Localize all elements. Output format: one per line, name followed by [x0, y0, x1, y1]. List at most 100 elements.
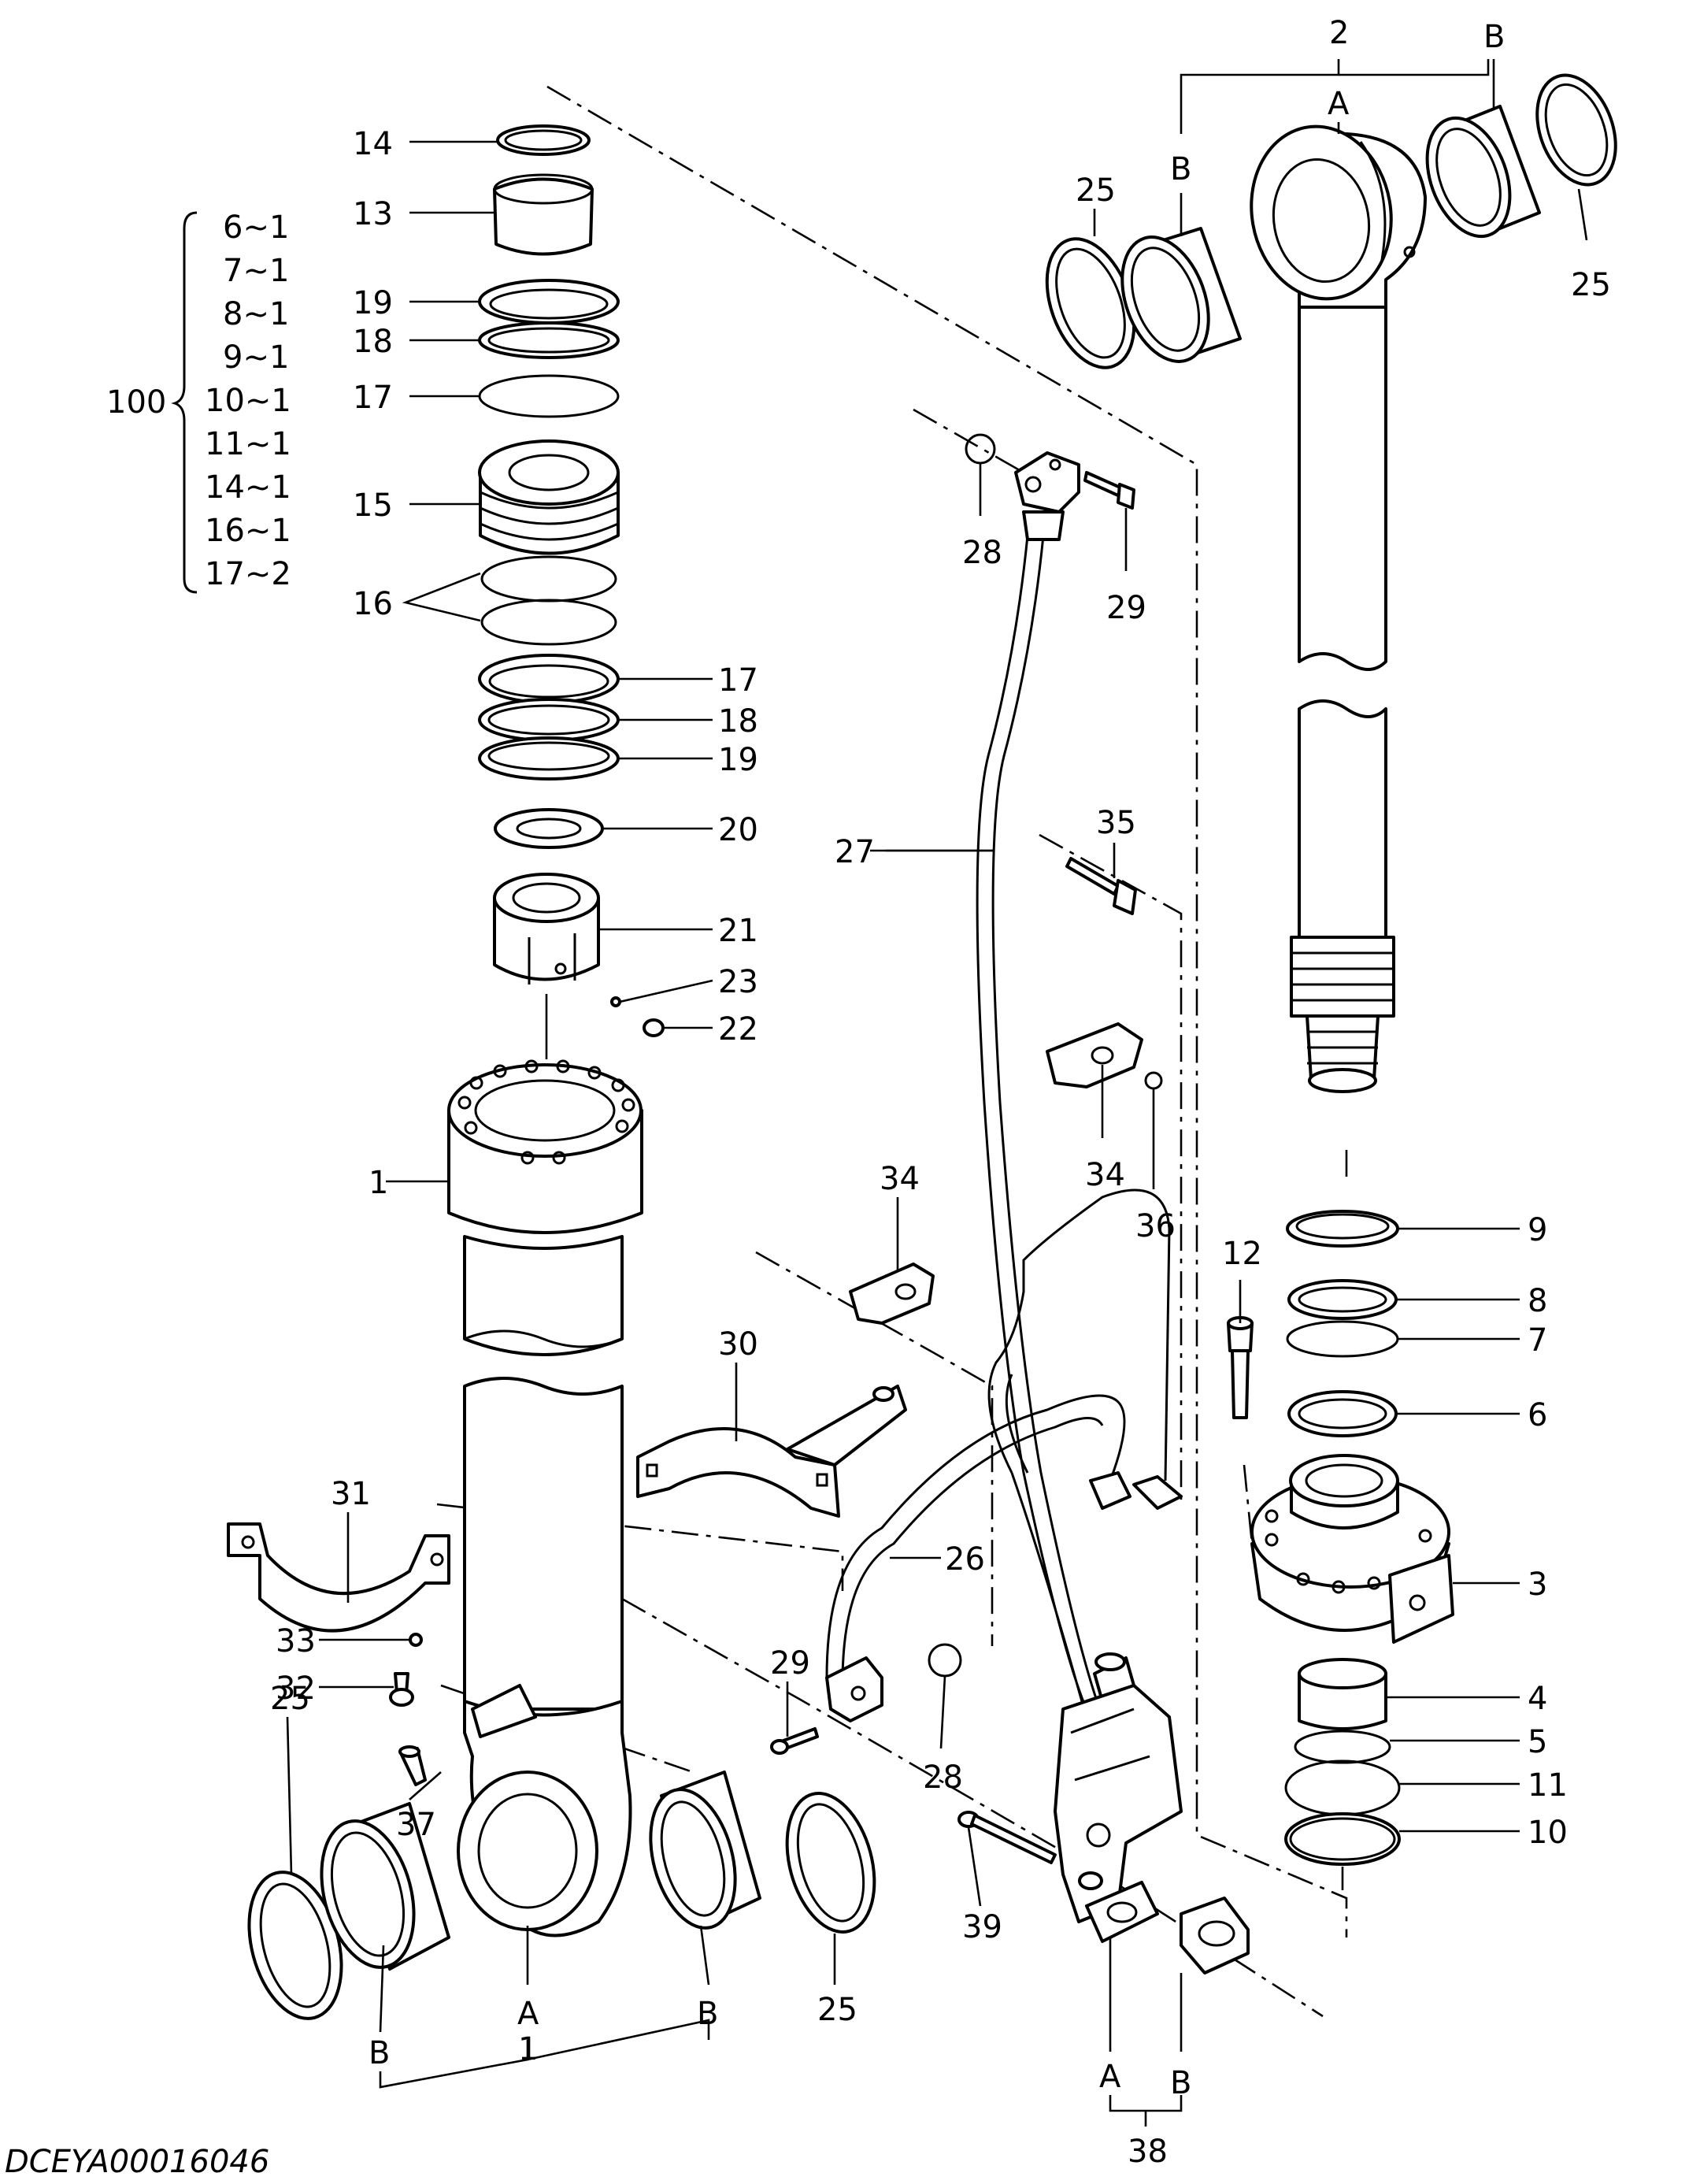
- bushing-B-left: [320, 1802, 450, 1971]
- o-ring-28-top: [965, 433, 996, 465]
- label-14: 14: [353, 126, 393, 162]
- clamp-31: [227, 1522, 450, 1633]
- label-26: 26: [945, 1541, 985, 1578]
- label-9: 9: [1528, 1212, 1547, 1248]
- drawing-code: DCEYA00016046: [5, 2144, 269, 2180]
- label-25-top-left: 25: [1076, 172, 1116, 209]
- label-33: 33: [276, 1623, 316, 1659]
- seal-19-bottom: [478, 736, 620, 781]
- label-25-top-right: 25: [1571, 267, 1611, 303]
- kit-item: 16~1: [205, 513, 291, 549]
- label-13: 13: [353, 196, 393, 232]
- flange-plate-B: [1180, 1897, 1250, 1974]
- washer-33: [409, 1633, 423, 1647]
- label-18-bottom: 18: [718, 703, 758, 740]
- label-37: 37: [396, 1807, 436, 1843]
- bolt-39: [957, 1811, 1057, 1864]
- kit-item: 14~1: [205, 469, 291, 506]
- bushing-B-upper-left: [1120, 227, 1242, 363]
- label-1-bottom: 1: [518, 2031, 538, 2067]
- label-B-bottom-right: B: [697, 1996, 718, 2032]
- kit-brace: [171, 211, 198, 594]
- label-7: 7: [1528, 1322, 1547, 1359]
- label-21: 21: [718, 913, 758, 949]
- label-19-bottom: 19: [718, 742, 758, 778]
- cover-bolt-holes: [1265, 1509, 1432, 1594]
- label-A-valve: A: [1099, 2059, 1121, 2095]
- ring-14: [496, 124, 591, 156]
- pipe-27-flange: [1014, 451, 1080, 541]
- label-19-top: 19: [353, 285, 393, 321]
- label-8: 8: [1528, 1283, 1547, 1319]
- bolt-32: [389, 1672, 414, 1707]
- bushing-13: [493, 173, 594, 256]
- label-31: 31: [331, 1476, 371, 1512]
- kit-item: 10~1: [205, 383, 291, 419]
- label-34-upper: 34: [1085, 1157, 1125, 1193]
- clamp-30: [636, 1385, 907, 1518]
- label-25-bottom-right: 25: [817, 1992, 857, 2028]
- kit-item: 7~1: [223, 253, 289, 289]
- piston-rod: [1290, 306, 1395, 1093]
- o-ring-pair-16: [480, 555, 617, 646]
- seal-9: [1286, 1210, 1399, 1248]
- label-B-bottom-left: B: [369, 2035, 390, 2071]
- ring-5: [1294, 1730, 1391, 1764]
- label-A-bottom: A: [517, 1996, 539, 2032]
- label-28-bottom: 28: [923, 1759, 963, 1796]
- bolt-29-top: [1083, 471, 1135, 510]
- bushing-4: [1298, 1658, 1387, 1730]
- label-10: 10: [1528, 1815, 1568, 1851]
- bolt-29-bottom: [770, 1727, 819, 1755]
- label-32: 32: [276, 1670, 316, 1707]
- label-11: 11: [1528, 1767, 1568, 1804]
- label-25-bottom-left: 25: [270, 1681, 310, 1717]
- kit-item: 8~1: [223, 296, 289, 332]
- kit-number: 100: [106, 384, 166, 421]
- label-39: 39: [962, 1909, 1002, 1945]
- label-2: 2: [1329, 15, 1349, 51]
- ring-11: [1284, 1759, 1401, 1816]
- bolt-35: [1065, 857, 1137, 915]
- ring-17-bottom: [478, 654, 620, 704]
- label-5: 5: [1528, 1724, 1547, 1760]
- kit-item: 6~1: [223, 210, 289, 246]
- valve-38: [1054, 1652, 1183, 1943]
- label-B-top-right: B: [1483, 19, 1505, 55]
- label-34-lower: 34: [880, 1161, 920, 1197]
- kit-item: 11~1: [205, 426, 291, 462]
- ring-10: [1284, 1812, 1401, 1866]
- clamp-34-lower: [849, 1263, 935, 1325]
- cylinder-bottom-eye: [457, 1684, 632, 1937]
- label-17-bottom: 17: [718, 662, 758, 699]
- grease-fitting-37: [398, 1745, 427, 1786]
- kit-labels: 100 6~1 7~1 8~1 9~1 10~1 11~1 14~1 16~1 …: [106, 210, 291, 592]
- pipe-26-flange: [825, 1656, 883, 1722]
- rod-eye-A: [1250, 124, 1427, 309]
- piston-15: [478, 439, 620, 555]
- label-B-top-left: B: [1170, 151, 1191, 187]
- seal-18-top: [478, 321, 620, 359]
- ball-23: [610, 996, 621, 1007]
- label-29-top: 29: [1106, 590, 1146, 626]
- seal-25-upper-right: [1535, 73, 1617, 187]
- part-number-labels: 14 13 19 18 17 15 16 17 18 19 20 21 23 2…: [270, 15, 1611, 2170]
- pipe-26: [825, 1394, 1131, 1678]
- label-23: 23: [718, 964, 758, 1000]
- label-1-head: 1: [369, 1165, 388, 1201]
- label-20: 20: [718, 812, 758, 848]
- label-28-top: 28: [962, 535, 1002, 571]
- seal-19-top: [478, 279, 620, 324]
- label-B-valve: B: [1170, 2065, 1191, 2101]
- label-16: 16: [353, 586, 393, 622]
- label-6: 6: [1528, 1397, 1547, 1433]
- label-4: 4: [1528, 1681, 1547, 1717]
- washer-20: [494, 808, 604, 849]
- seal-8: [1287, 1279, 1398, 1320]
- label-18-top: 18: [353, 324, 393, 360]
- label-22: 22: [718, 1011, 758, 1048]
- clamp-34-upper: [1046, 1022, 1143, 1088]
- bushing-B-upper-right: [1425, 105, 1541, 239]
- seal-25-right: [785, 1792, 876, 1934]
- leader-lines: [286, 59, 1588, 2127]
